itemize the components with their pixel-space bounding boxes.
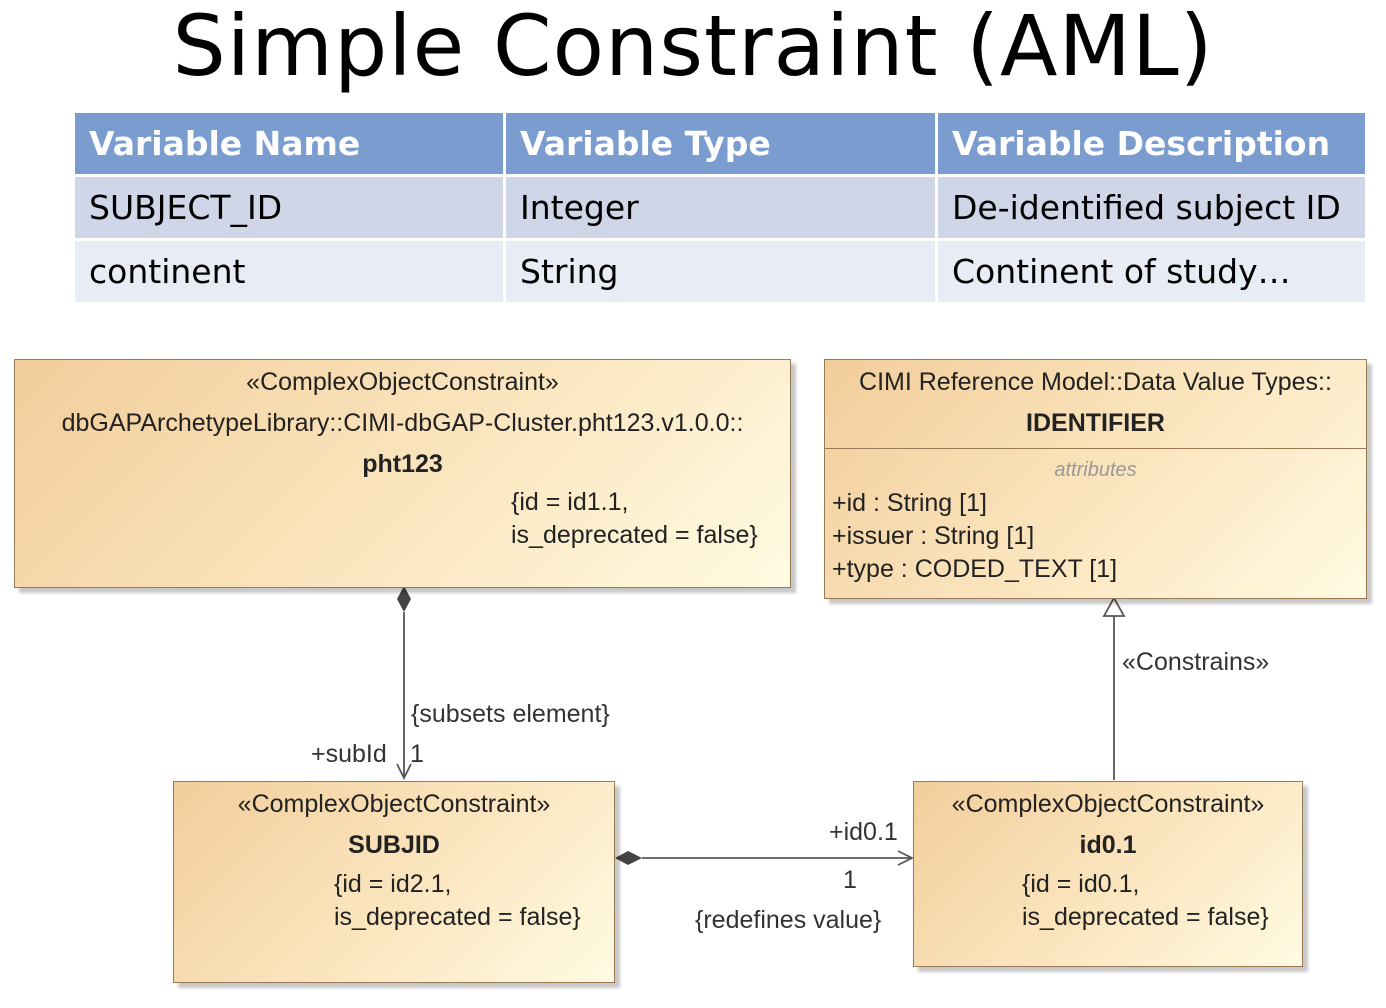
table-row: continent String Continent of study… bbox=[72, 238, 1368, 305]
header-variable-description: Variable Description bbox=[935, 110, 1368, 177]
variables-table: Variable Name Variable Type Variable Des… bbox=[72, 110, 1368, 305]
stereotype-label: «ComplexObjectConstraint» bbox=[246, 368, 559, 396]
arrowhead-icon bbox=[396, 763, 412, 781]
subsets-constraint-label: {subsets element} bbox=[411, 700, 610, 728]
tagged-value-id: {id = id1.1, bbox=[511, 488, 629, 516]
redefines-constraint-label: {redefines value} bbox=[695, 906, 882, 934]
id01-role-label: +id0.1 bbox=[829, 818, 898, 846]
cell-variable-type: String bbox=[503, 238, 938, 305]
constrains-stereotype-label: «Constrains» bbox=[1122, 648, 1270, 676]
class-name: pht123 bbox=[362, 450, 443, 478]
stereotype-label: «ComplexObjectConstraint» bbox=[951, 790, 1265, 818]
table-row: SUBJECT_ID Integer De-identified subject… bbox=[72, 174, 1368, 241]
subid-role-label: +subId bbox=[311, 740, 387, 768]
stereotype-label: «ComplexObjectConstraint» bbox=[237, 790, 551, 818]
tagged-value-id: {id = id0.1, bbox=[1022, 870, 1140, 898]
composition-diamond-icon bbox=[615, 851, 642, 865]
subjid-class-box[interactable]: «ComplexObjectConstraint» SUBJID {id = i… bbox=[173, 781, 615, 983]
attributes-label: attributes bbox=[1054, 459, 1137, 481]
package-path: CIMI Reference Model::Data Value Types:: bbox=[859, 368, 1332, 396]
arrowhead-icon bbox=[897, 850, 915, 866]
id01-multiplicity-label: 1 bbox=[843, 866, 857, 894]
composition-diamond-icon bbox=[397, 586, 411, 612]
attribute-issuer: +issuer : String [1] bbox=[832, 522, 1035, 550]
page-title: Simple Constraint (AML) bbox=[172, 0, 1214, 95]
tagged-value-deprecated: is_deprecated = false} bbox=[511, 521, 758, 549]
attribute-id: +id : String [1] bbox=[832, 489, 987, 517]
cell-variable-type: Integer bbox=[503, 174, 938, 241]
tagged-value-id: {id = id2.1, bbox=[334, 870, 452, 898]
class-name: id0.1 bbox=[1079, 831, 1137, 859]
id01-class-box[interactable]: «ComplexObjectConstraint» id0.1 {id = id… bbox=[913, 781, 1303, 967]
table-header-row: Variable Name Variable Type Variable Des… bbox=[72, 110, 1368, 177]
package-path: dbGAPArchetypeLibrary::CIMI-dbGAP-Cluste… bbox=[61, 409, 744, 437]
cell-variable-name: SUBJECT_ID bbox=[72, 174, 506, 241]
compartment-divider bbox=[825, 448, 1366, 449]
generalization-triangle-icon bbox=[1102, 596, 1126, 617]
attribute-type: +type : CODED_TEXT [1] bbox=[832, 555, 1118, 583]
class-name: IDENTIFIER bbox=[1026, 409, 1165, 437]
tagged-value-deprecated: is_deprecated = false} bbox=[334, 903, 581, 931]
pht123-class-box[interactable]: «ComplexObjectConstraint» dbGAPArchetype… bbox=[14, 359, 791, 588]
cell-variable-description: De-identified subject ID bbox=[935, 174, 1368, 241]
identifier-class-box[interactable]: CIMI Reference Model::Data Value Types::… bbox=[824, 359, 1367, 599]
header-variable-type: Variable Type bbox=[503, 110, 938, 177]
tagged-value-deprecated: is_deprecated = false} bbox=[1022, 903, 1269, 931]
cell-variable-description: Continent of study… bbox=[935, 238, 1368, 305]
subid-multiplicity-label: 1 bbox=[410, 740, 424, 768]
header-variable-name: Variable Name bbox=[72, 110, 506, 177]
class-name: SUBJID bbox=[348, 831, 440, 859]
cell-variable-name: continent bbox=[72, 238, 506, 305]
